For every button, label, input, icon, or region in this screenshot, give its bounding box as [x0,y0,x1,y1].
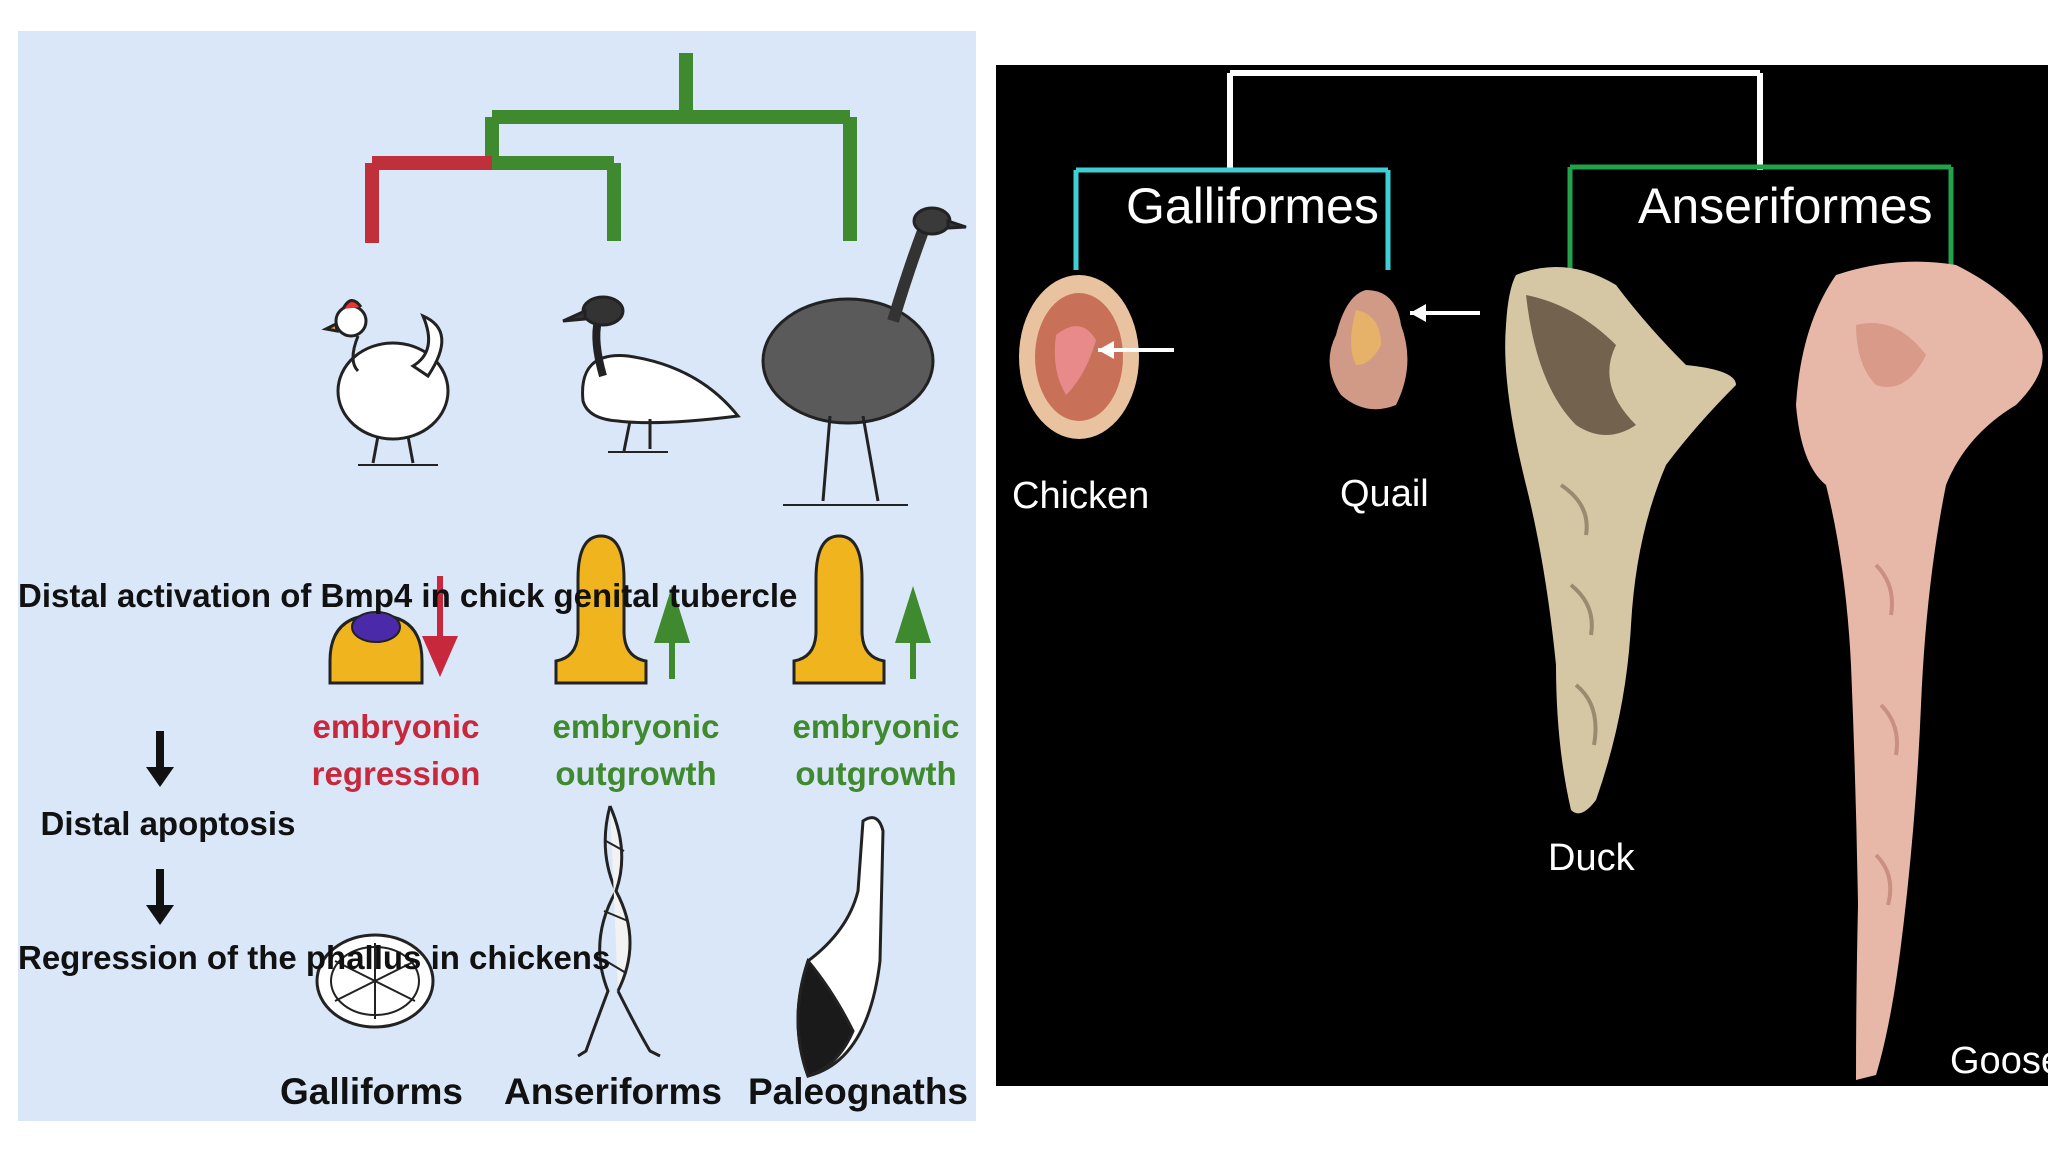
goose-specimen [1796,261,2043,1080]
step-arrow-icon [146,731,174,787]
duck-specimen [1505,267,1736,814]
step-distal-apoptosis: Distal apoptosis [40,805,296,842]
phylogenetic-tree [365,53,857,243]
emu-icon [761,206,967,506]
fate-line2: outgrowth [555,755,717,792]
step-arrow-icon [146,869,174,925]
right-graphics [1019,70,2043,1080]
step-bmp4-activation: Distal activation of Bmp4 in chick genit… [18,577,798,614]
left-graphics [146,53,967,1078]
clade-label-anseriforms: Anseriforms [504,1071,722,1112]
clade-label-galliformes: Galliformes [1126,178,1379,234]
fate-line1: embryonic [312,708,480,745]
clade-label-anseriformes: Anseriformes [1638,178,1933,234]
anseriformes-bracket [1567,164,1954,270]
fate-line2: outgrowth [795,755,957,792]
arrow-up-icon [895,586,931,679]
fate-line2: regression [311,755,481,792]
galliformes-bracket [1073,167,1391,270]
phallus-galliforms-icon [315,933,435,1029]
left-panel: Distal activation of Bmp4 in chick genit… [18,31,976,1121]
phallus-anseriforms-icon [577,805,661,1058]
tubercle-galliforms [328,611,424,685]
arrow-down-icon [422,576,458,677]
fate-label-galliforms: embryonic regression [286,703,506,797]
fate-label-paleognaths: embryonic outgrowth [766,703,986,797]
quail-specimen [1329,290,1480,410]
specimen-label-duck: Duck [1548,837,1635,879]
fate-line1: embryonic [552,708,720,745]
right-panel: Galliformes Anseriformes Chicken Quail D… [996,65,2048,1086]
tubercle-paleognaths [792,534,886,685]
chicken-specimen [1019,275,1174,439]
phallus-paleognaths-icon [796,816,885,1078]
fate-line1: embryonic [792,708,960,745]
arrow-up-icon [654,586,690,679]
tubercle-anseriforms [554,534,648,685]
step-phallus-regression: Regression of the phallus in chickens [18,939,611,976]
chicken-icon [321,299,450,466]
specimen-label-chicken: Chicken [1012,475,1150,517]
duck-icon [562,295,741,453]
clade-label-galliforms: Galliforms [280,1071,463,1112]
specimen-label-goose: Goose [1950,1040,2048,1082]
fate-label-anseriforms: embryonic outgrowth [526,703,746,797]
clade-label-paleognaths: Paleognaths [748,1071,968,1112]
specimen-label-quail: Quail [1340,473,1429,515]
root-bracket [1227,70,1763,170]
